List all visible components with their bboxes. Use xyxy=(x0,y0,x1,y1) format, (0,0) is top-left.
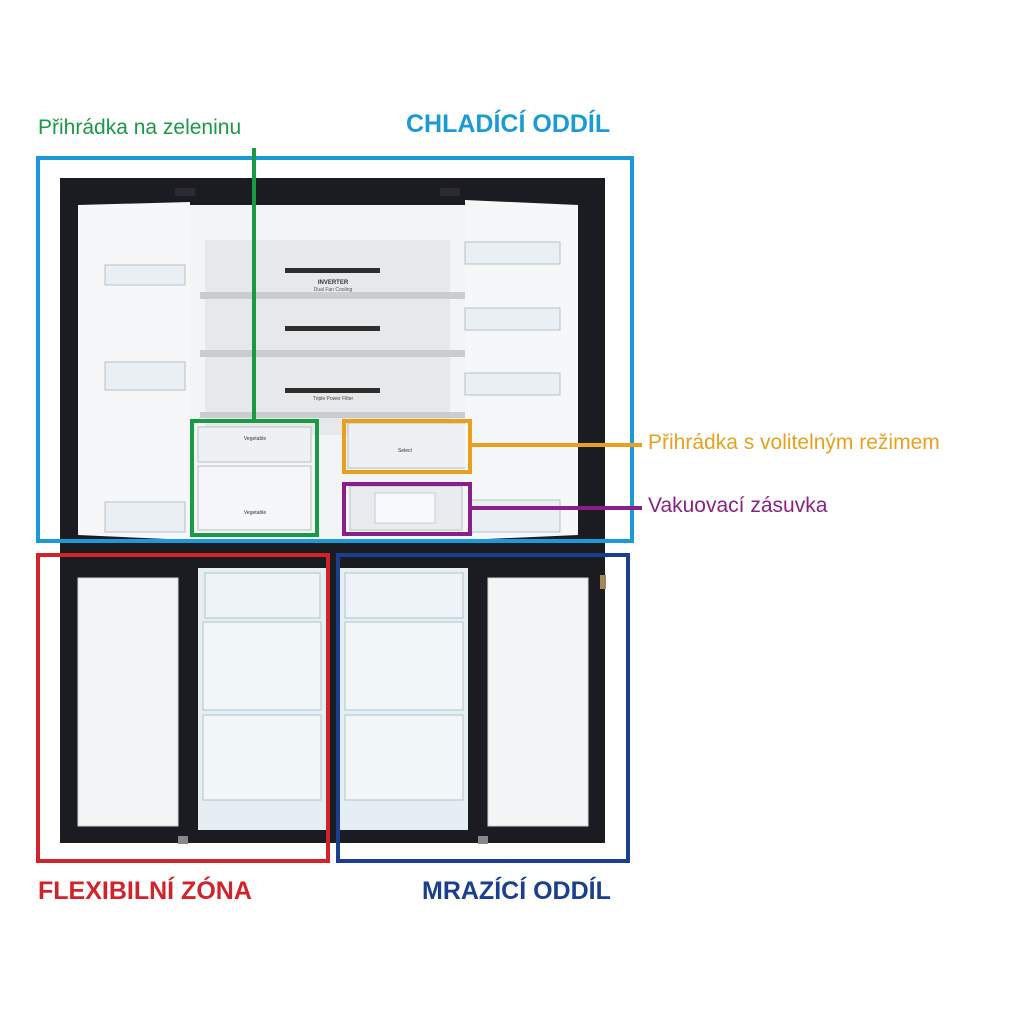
flex-drawer-3 xyxy=(202,714,322,801)
panel-bar-1 xyxy=(285,268,380,273)
vegetable-drawer-upper xyxy=(197,426,312,463)
flexibilni-box xyxy=(36,553,330,863)
volitelny-box xyxy=(342,419,472,474)
volitelny-leader xyxy=(472,443,642,447)
left-hinge xyxy=(175,188,195,196)
flexibilni-label: FLEXIBILNÍ ZÓNA xyxy=(38,877,252,905)
shelf-3 xyxy=(200,412,468,418)
chladici-box xyxy=(36,156,634,543)
vacuum-drawer-lid xyxy=(374,492,436,524)
freezer-drawer-3 xyxy=(344,714,464,801)
freezer-drawer-1 xyxy=(344,572,464,619)
freezer-drawer-2 xyxy=(344,621,464,711)
vegetable-drawer-lower xyxy=(197,465,312,531)
flex-drawer-1 xyxy=(204,572,321,619)
volitelny-label: Přihrádka s volitelným režimem xyxy=(648,431,940,454)
shelf-2 xyxy=(200,350,468,357)
vegetable-text-2: Vegetable xyxy=(244,510,266,516)
vakuovaci-leader xyxy=(472,506,642,510)
foot-left xyxy=(178,836,188,844)
right-door-bin-1 xyxy=(464,241,561,265)
shelf-1 xyxy=(200,292,468,299)
zelenina-label: Přihrádka na zeleninu xyxy=(38,116,242,139)
right-hinge xyxy=(440,188,460,196)
inverter-text: INVERTER xyxy=(318,280,349,286)
zelenina-leader xyxy=(252,148,256,421)
right-handle xyxy=(600,575,606,589)
zelenina-box xyxy=(190,419,319,537)
right-door-bin-2 xyxy=(464,307,561,331)
vegetable-text-1: Vegetable xyxy=(244,436,266,442)
flex-drawer-2 xyxy=(202,621,322,711)
select-drawer xyxy=(347,422,467,469)
select-text: Select xyxy=(398,448,413,454)
panel-bar-2 xyxy=(285,326,380,331)
lower-right-door-liner xyxy=(487,577,589,827)
lower-left-door-liner xyxy=(77,577,179,827)
left-door-bin-1 xyxy=(104,264,186,286)
right-door-bin-3 xyxy=(464,372,561,396)
foot-right xyxy=(478,836,488,844)
vakuovaci-label: Vakuovací zásuvka xyxy=(648,494,828,517)
chladici-label: CHLADÍCÍ ODDÍL xyxy=(406,110,611,138)
right-upper-door xyxy=(465,200,578,540)
left-door-bin-2 xyxy=(104,361,186,391)
panel-bar-3 xyxy=(285,388,380,393)
dual-fan-text: Dual Fan Cooling xyxy=(314,287,353,293)
vakuovaci-box xyxy=(342,482,472,536)
left-door-bin-3 xyxy=(104,501,186,533)
right-door-bin-4 xyxy=(469,499,561,533)
mrazici-label: MRAZÍCÍ ODDÍL xyxy=(422,877,611,905)
triple-filter-text: Triple Power Filter xyxy=(313,396,354,402)
mrazici-box xyxy=(336,553,630,863)
